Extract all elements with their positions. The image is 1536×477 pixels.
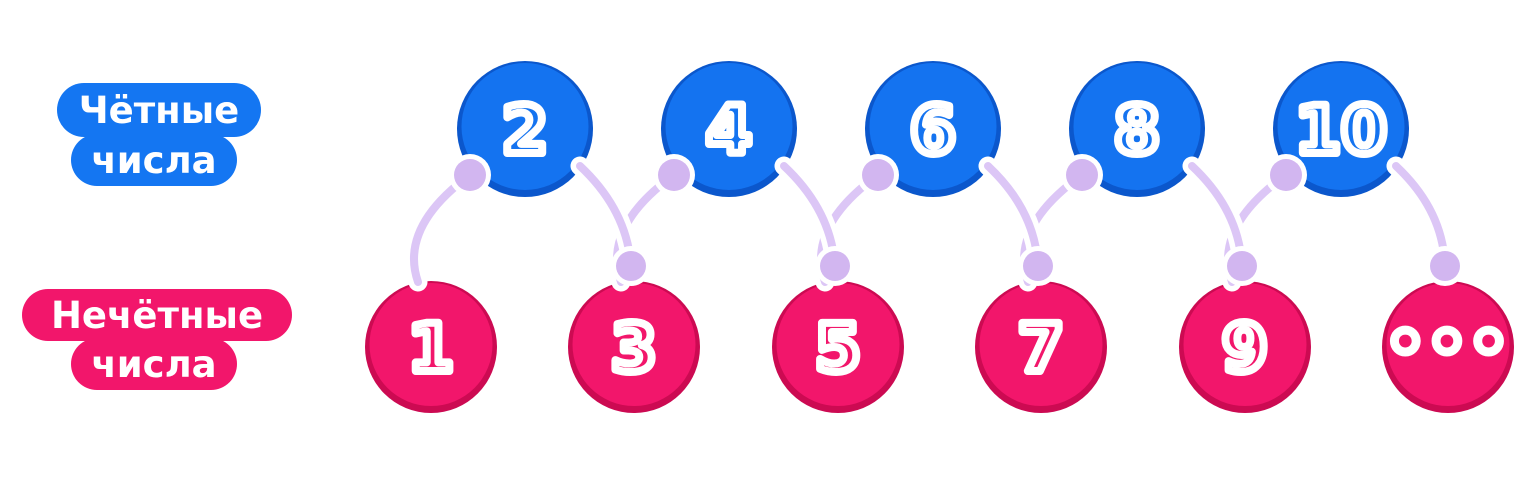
connector-dot (658, 159, 690, 191)
connector-dot (616, 251, 646, 281)
number-text: 2 (502, 92, 548, 169)
connector-dot (454, 159, 486, 191)
number-text: 5 (815, 310, 861, 387)
number-node: ••• (1381, 281, 1514, 413)
number-text: 10 (1295, 92, 1387, 169)
connector-dot (1023, 251, 1053, 281)
number-node: 8 (1069, 61, 1205, 197)
circle-fill (1277, 63, 1405, 190)
circle-fill (369, 283, 493, 406)
even-numbers-label-line2: числа (71, 134, 237, 186)
number-text: 6 (910, 92, 956, 169)
number-node: 1 (365, 281, 497, 413)
odd-label-text-2: числа (91, 342, 217, 386)
number-text: 3 (611, 310, 657, 387)
connector-dot (1227, 251, 1257, 281)
circle-fill (1183, 283, 1307, 406)
connector-dot (1430, 251, 1460, 281)
number-text: 1 (408, 310, 454, 387)
connector-dot (1066, 159, 1098, 191)
circle-fill (776, 283, 900, 406)
circle-fill (869, 63, 997, 190)
number-node: 10 (1273, 61, 1409, 197)
number-node: 5 (772, 281, 904, 413)
circle-fill (572, 283, 696, 406)
number-node: 6 (865, 61, 1001, 197)
even-label-text-2: числа (91, 138, 217, 182)
odd-label-text-1: Нечётные (50, 293, 264, 337)
circle-fill (1386, 283, 1510, 406)
odd-numbers-label-line1: Нечётные (22, 289, 292, 341)
circle-fill (1073, 63, 1201, 190)
circle-fill (665, 63, 793, 190)
connector-dot (862, 159, 894, 191)
circle-fill (979, 283, 1103, 406)
number-circles: 2 4 6 8 10 1 3 5 7 9 ••• (365, 61, 1514, 413)
connector-dot (1270, 159, 1302, 191)
connector-dot (820, 251, 850, 281)
circle-fill (461, 63, 589, 190)
number-node: 3 (568, 281, 700, 413)
connector-dots (449, 154, 1465, 286)
number-text: ••• (1386, 306, 1511, 379)
odd-numbers-label-line2: числа (71, 338, 237, 390)
number-text: 9 (1222, 310, 1268, 387)
even-numbers-label-line1: Чётные (57, 83, 261, 137)
number-text: 8 (1114, 92, 1160, 169)
number-node: 7 (975, 281, 1107, 413)
even-label-text-1: Чётные (78, 88, 240, 132)
number-node: 4 (661, 61, 797, 197)
number-text: 7 (1018, 310, 1064, 387)
number-node: 9 (1179, 281, 1311, 413)
number-text: 4 (706, 92, 752, 169)
number-node: 2 (457, 61, 593, 197)
